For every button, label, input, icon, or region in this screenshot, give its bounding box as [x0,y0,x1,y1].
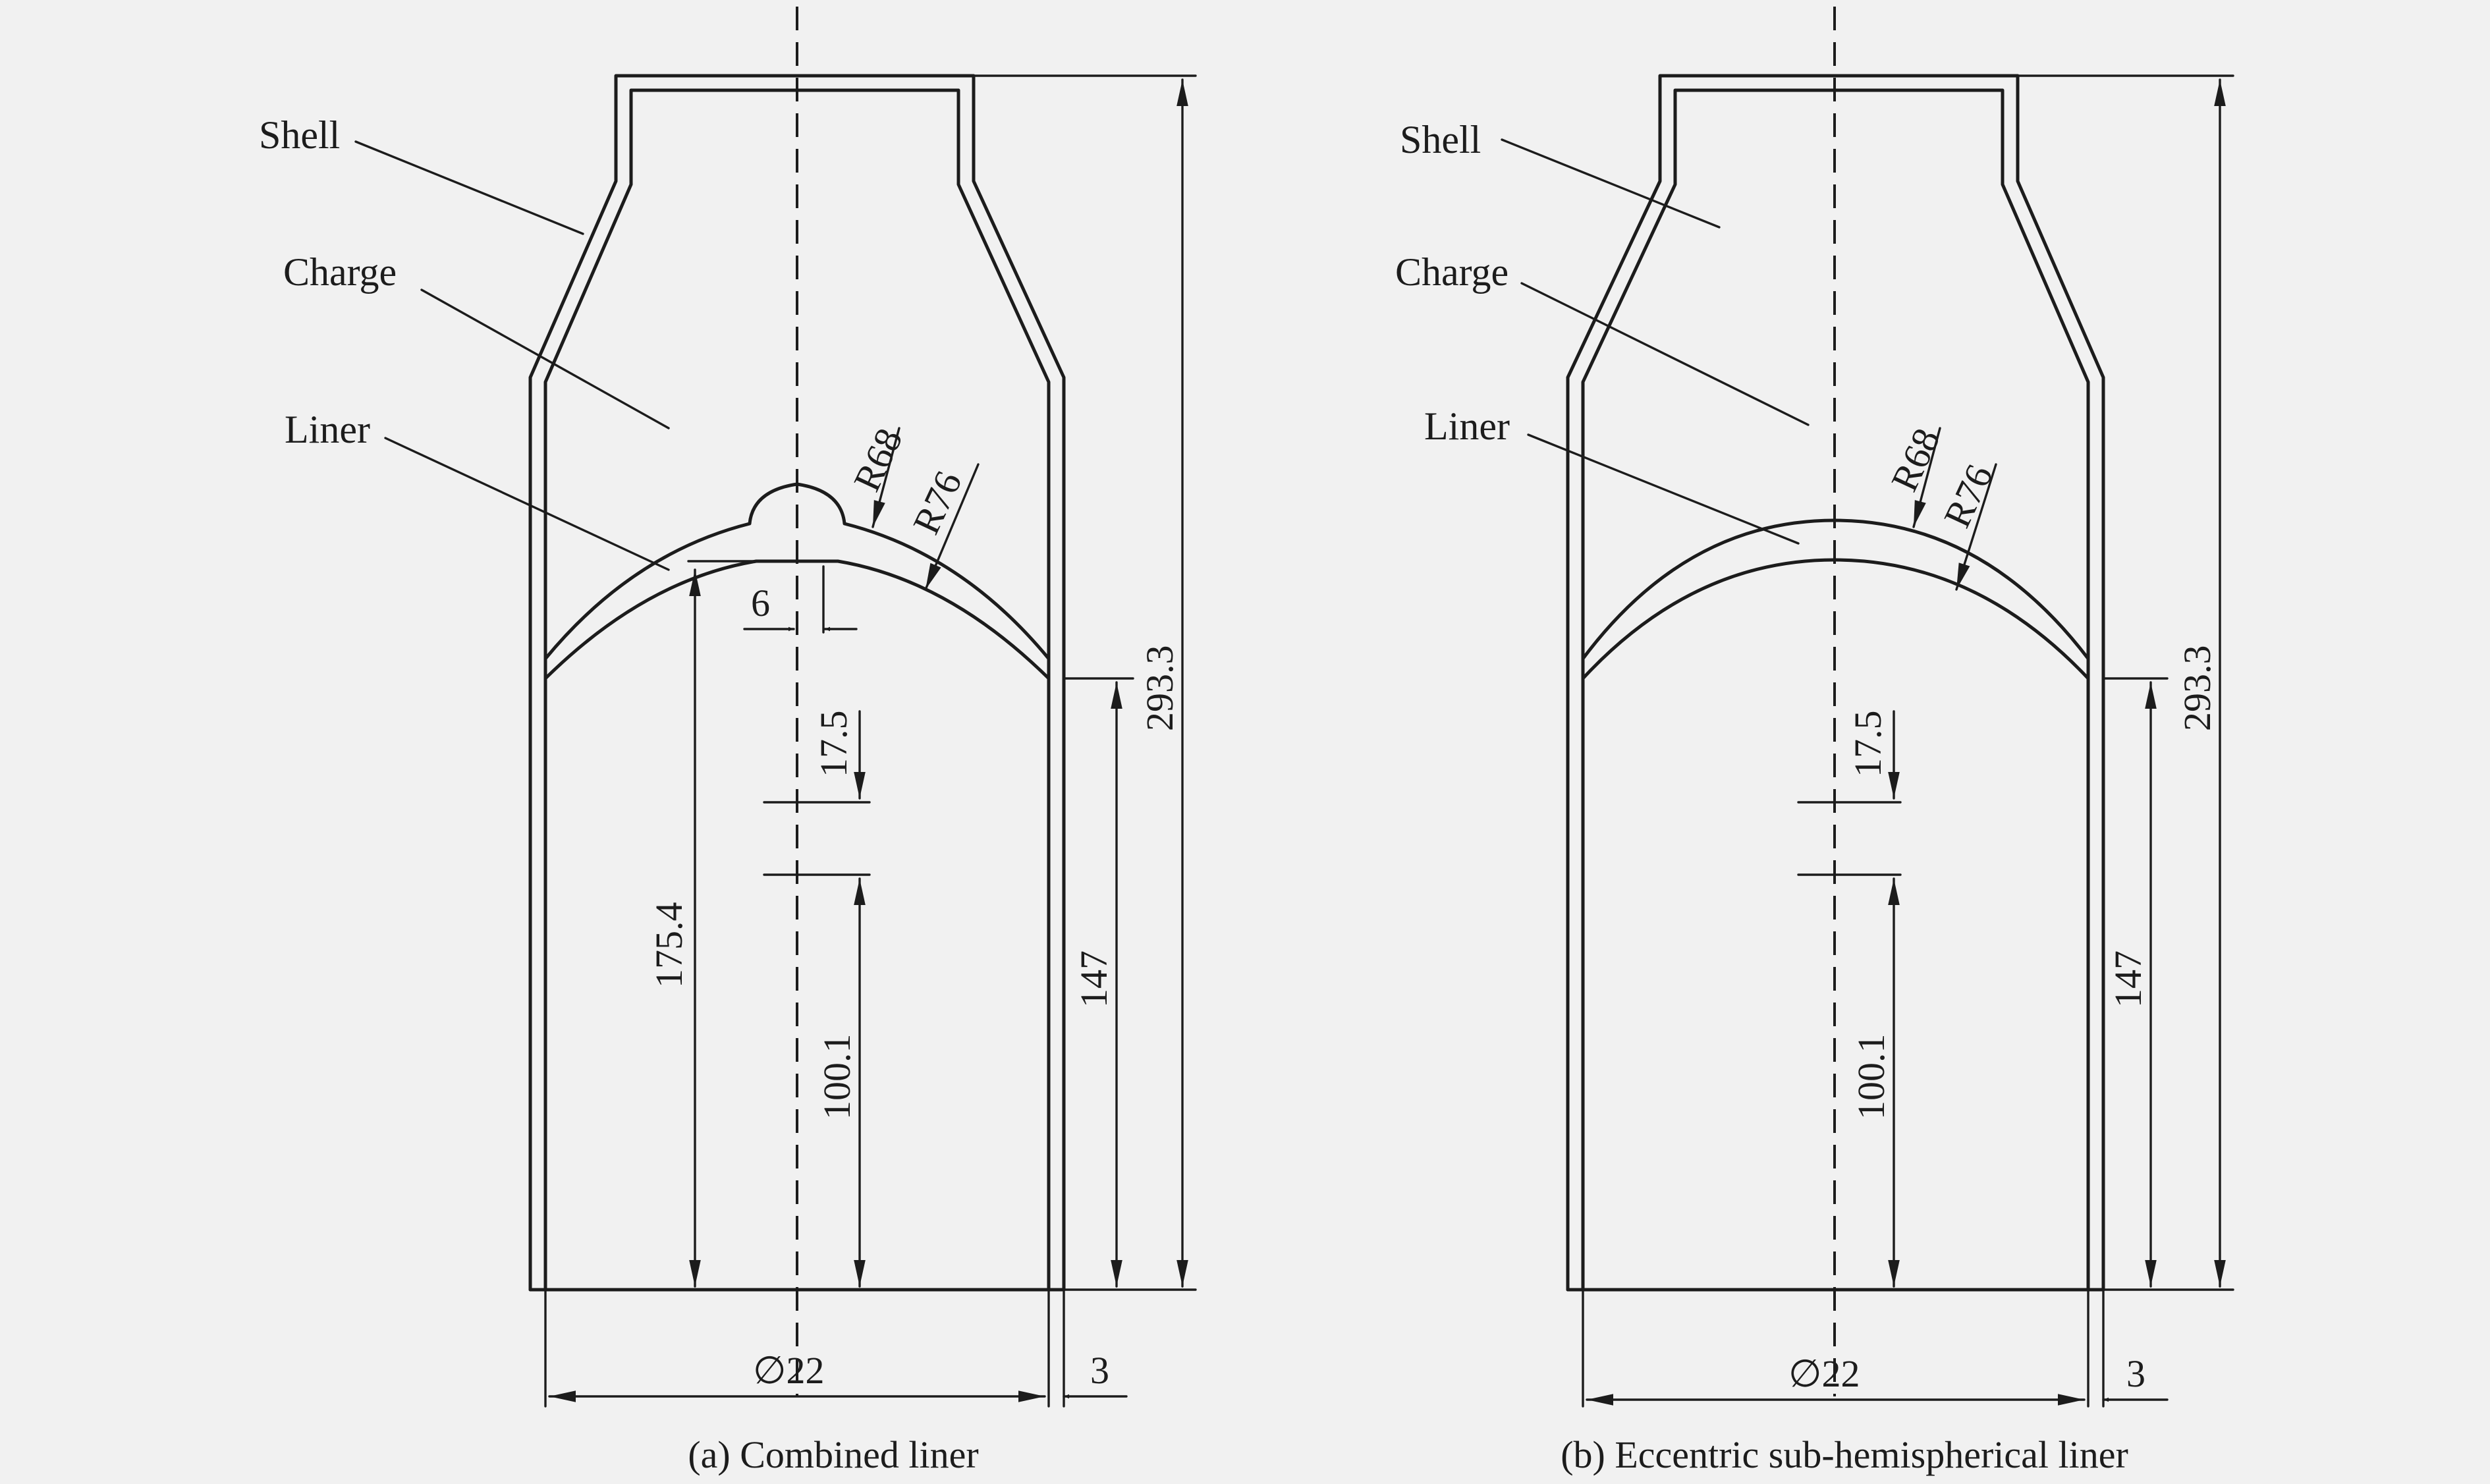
shell-outer [1566,74,2105,1292]
r76-leader [1955,463,1997,591]
dim-147-label: 147 [2107,950,2149,1008]
dim-6-label: 6 [751,582,770,624]
charge-label: Charge [283,250,397,294]
r68-label: R68 [845,422,911,497]
shell-inner [543,88,1051,1292]
dim-293-label: 293.3 [2176,646,2219,732]
shell-leader [1501,138,1721,229]
dim-dia-label: ∅22 [753,1349,825,1392]
charge-leader [1520,282,1810,426]
liner-label: Liner [285,408,370,451]
shell-leader [354,140,584,235]
dim-175a-label: 17.5 [1846,711,1889,778]
dim-wall-label: 3 [2126,1352,2145,1395]
shell-label: Shell [259,113,340,157]
dim-100-label: 100.1 [1850,1034,1893,1120]
shell-label: Shell [1400,118,1481,161]
dim-147-label: 147 [1072,950,1115,1008]
shell-inner [1581,88,2090,1292]
dim-293-label: 293.3 [1138,646,1181,732]
liner-label: Liner [1424,404,1510,448]
dim-175a-label: 17.5 [812,711,855,778]
charge-label: Charge [1395,250,1508,294]
dim-wall-label: 3 [1090,1349,1109,1392]
r76-label: R76 [904,464,970,540]
r68-leader [872,427,900,528]
caption-b: (b) Eccentric sub-hemispherical liner [1561,1433,2128,1476]
r68-leader [1912,427,1941,528]
dim-175-label: 175.4 [648,902,690,989]
r76-leader [924,463,980,591]
liner-leader [384,437,670,571]
shell-outer [528,74,1066,1292]
panel-a: Shell Charge Liner R68 R76 6 175.4 17.5 … [259,7,1197,1476]
panel-b: Shell Charge Liner R68 R76 17.5 100.1 14… [1395,7,2234,1476]
caption-a: (a) Combined liner [688,1433,978,1476]
dim-dia-label: ∅22 [1788,1352,1860,1395]
r76-label: R76 [1935,458,2001,534]
dim-100-label: 100.1 [816,1034,858,1120]
charge-leader [420,289,670,429]
liner-leader [1527,433,1800,545]
